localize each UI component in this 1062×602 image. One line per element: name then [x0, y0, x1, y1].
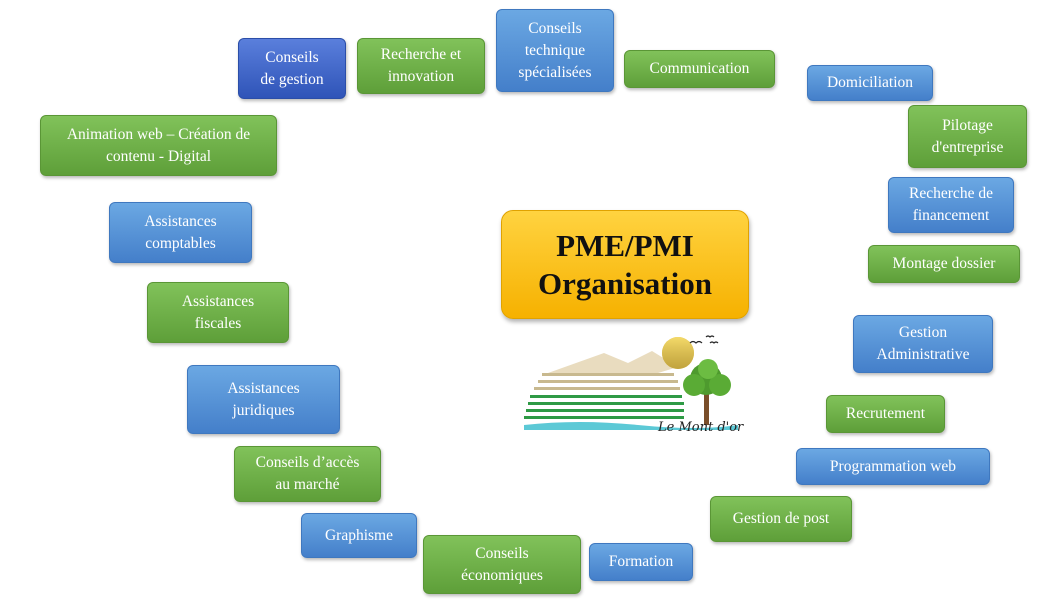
- node-graphisme: Graphisme: [301, 513, 417, 558]
- node-label: Recrutement: [845, 405, 926, 422]
- node-assistances-juridiques: Assistances juridiques: [187, 365, 340, 434]
- birds-icon: [689, 335, 719, 344]
- node-conseils-gestion: Conseils de gestion: [238, 38, 346, 99]
- node-programmation-web: Programmation web: [796, 448, 990, 485]
- node-label: Gestion de post: [732, 510, 830, 527]
- le-mont-dor-logo: Le Mont d'or: [524, 335, 744, 435]
- node-conseils-economiques: Conseils économiques: [423, 535, 581, 594]
- node-domiciliation: Domiciliation: [807, 65, 933, 101]
- node-label: Programmation web: [829, 457, 957, 475]
- node-gestion-post: Gestion de post: [710, 496, 852, 542]
- node-label: Conseils de gestion: [260, 48, 324, 88]
- node-assistances-comptables: Assistances comptables: [109, 202, 252, 263]
- central-node-subtitle: Organisation: [538, 265, 712, 301]
- node-label: Animation web – Création de contenu - Di…: [66, 125, 251, 165]
- tree-icon: [683, 359, 731, 425]
- node-formation: Formation: [589, 543, 693, 581]
- node-conseils-acces-marche: Conseils d’accès au marché: [234, 446, 381, 502]
- node-conseils-techniques: Conseils technique spécialisées: [496, 9, 614, 92]
- node-recherche-innovation: Recherche et innovation: [357, 38, 485, 94]
- node-recherche-financement: Recherche de financement: [888, 177, 1014, 233]
- node-animation-web: Animation web – Création de contenu - Di…: [40, 115, 277, 176]
- node-label: Graphisme: [324, 526, 393, 544]
- node-assistances-fiscales: Assistances fiscales: [147, 282, 289, 343]
- node-gestion-administrative: Gestion Administrative: [853, 315, 993, 373]
- central-node-title: PME/PMI: [556, 227, 694, 263]
- node-pilotage: Pilotage d'entreprise: [908, 105, 1027, 168]
- node-montage-dossier: Montage dossier: [868, 245, 1020, 283]
- node-communication: Communication: [624, 50, 775, 88]
- node-label: Domiciliation: [826, 74, 914, 91]
- node-label: Conseils technique spécialisées: [518, 19, 592, 81]
- mountain-stripes-icon: [524, 351, 738, 430]
- node-label: Conseils d’accès au marché: [255, 454, 360, 493]
- node-label: Conseils économiques: [461, 544, 543, 584]
- sun-icon: [662, 337, 694, 369]
- node-label: Communication: [649, 60, 750, 77]
- logo-text: Le Mont d'or: [657, 420, 744, 435]
- node-label: Recherche et innovation: [380, 46, 462, 85]
- central-node: PME/PMI Organisation: [501, 210, 749, 319]
- node-recrutement: Recrutement: [826, 395, 945, 433]
- node-label: Assistances fiscales: [181, 292, 255, 332]
- node-label: Recherche de financement: [909, 185, 993, 224]
- node-label: Assistances juridiques: [227, 379, 300, 419]
- node-label: Pilotage d'entreprise: [931, 116, 1004, 156]
- node-label: Montage dossier: [892, 255, 996, 272]
- node-label: Assistances comptables: [144, 212, 217, 252]
- node-label: Formation: [608, 553, 674, 570]
- node-label: Gestion Administrative: [876, 324, 970, 363]
